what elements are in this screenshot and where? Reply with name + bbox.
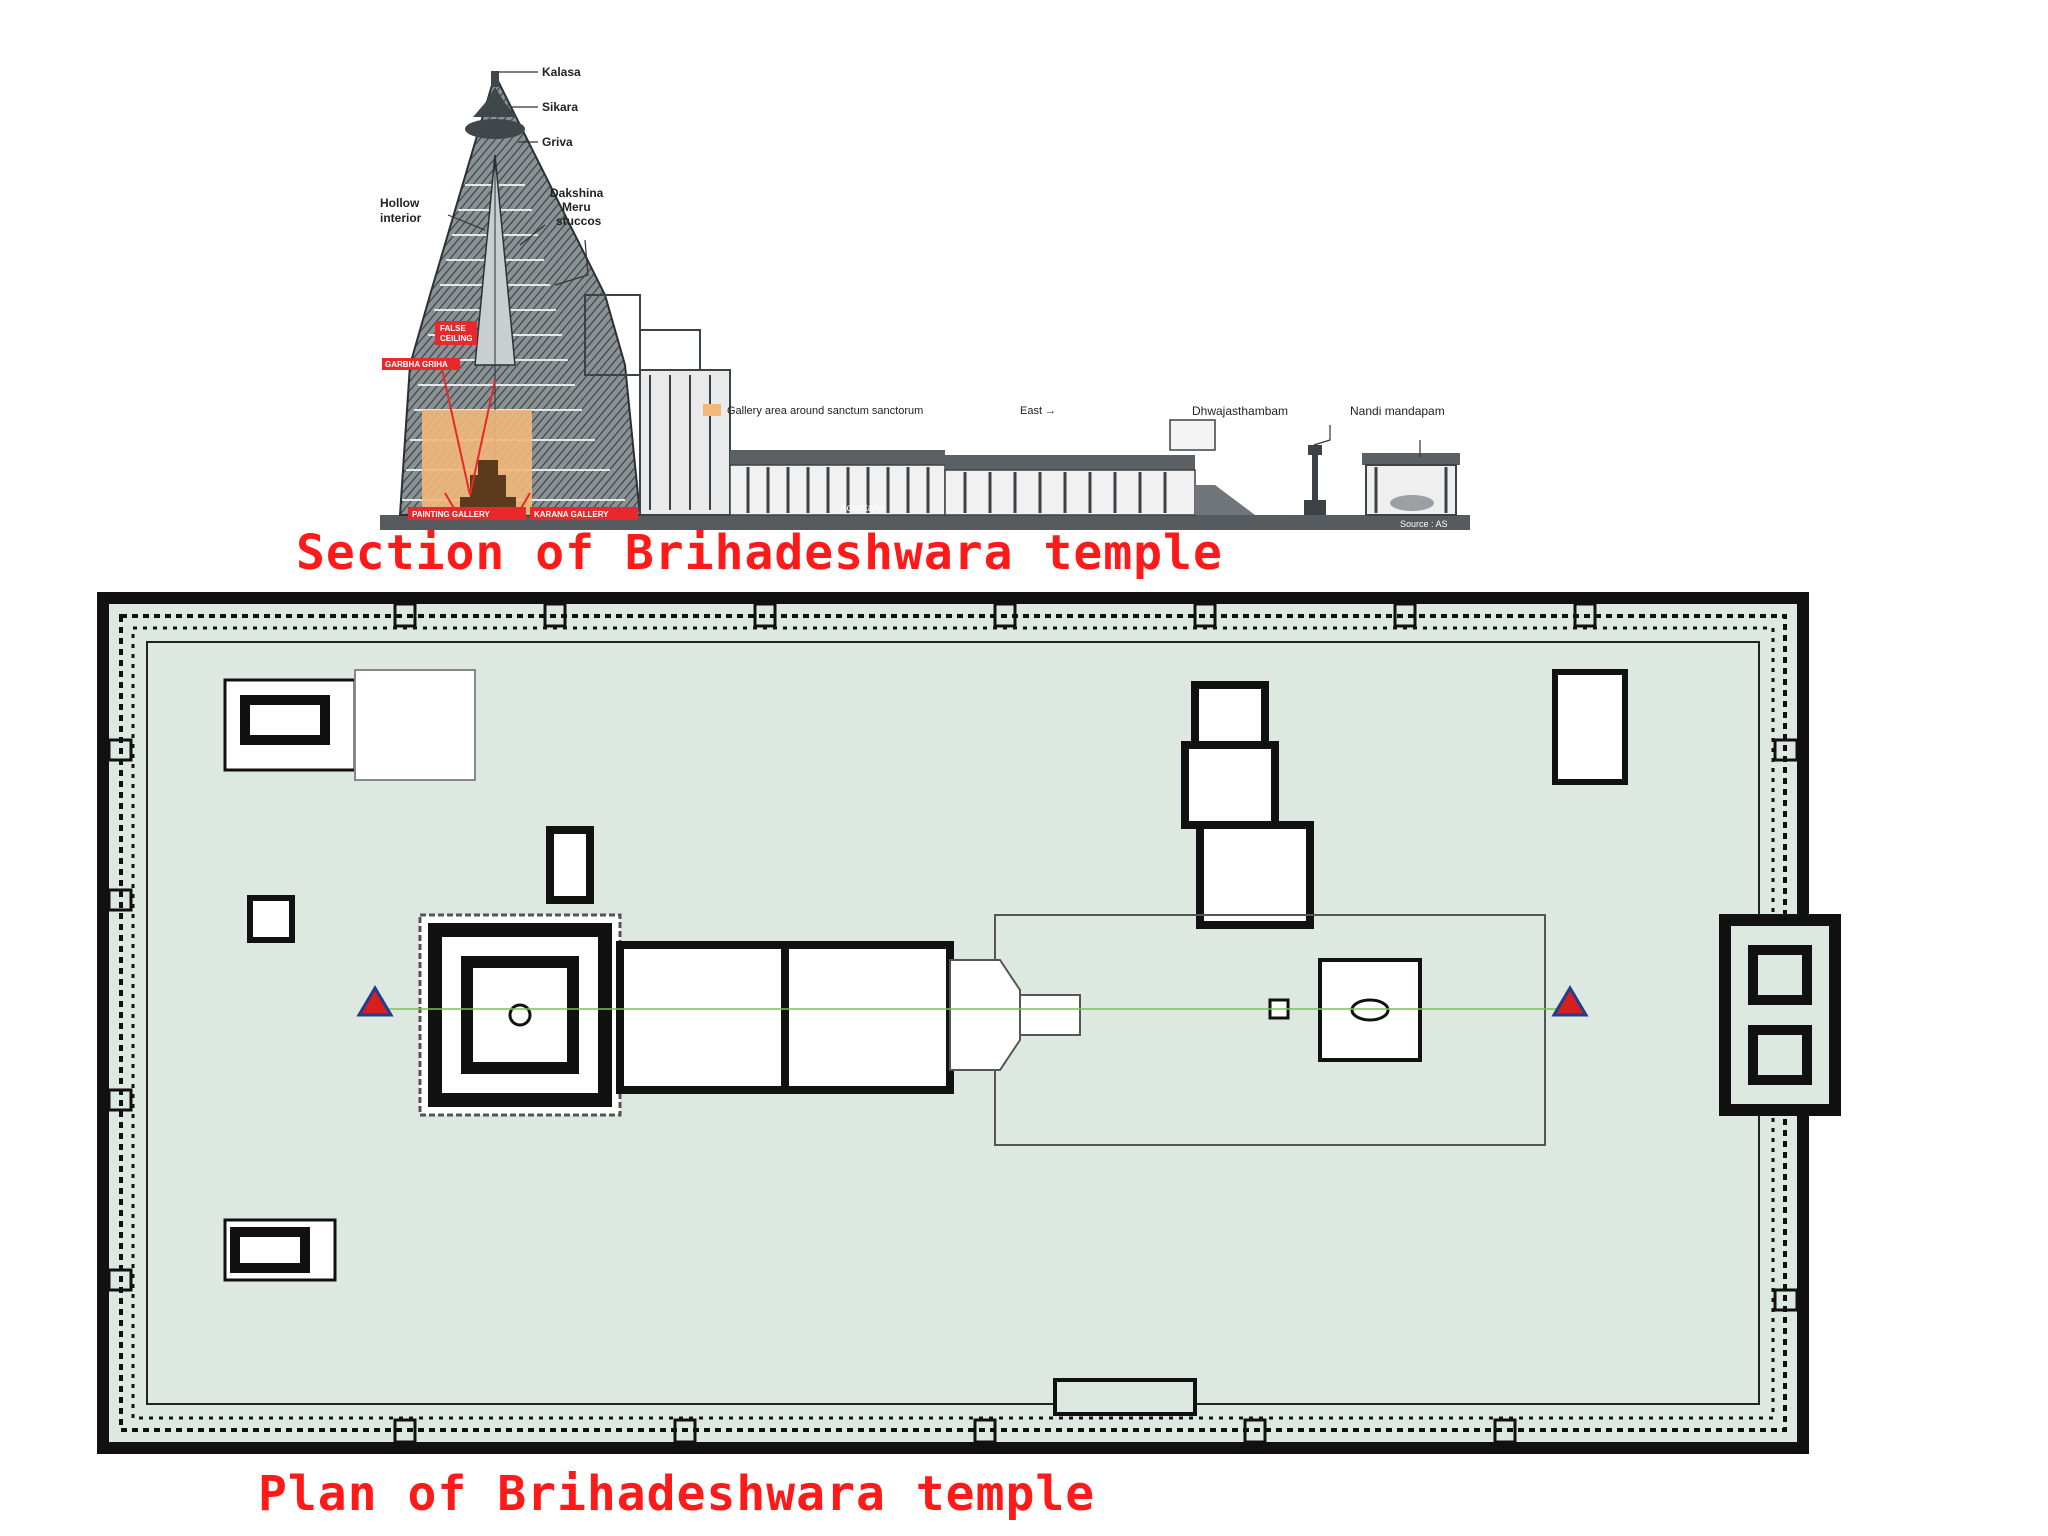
east-gopuram bbox=[1719, 914, 1841, 1116]
label-nandi: Nandi mandapam bbox=[1350, 404, 1445, 418]
mukha-mandapa bbox=[949, 959, 1081, 1071]
subrahmanya-shrine bbox=[1181, 681, 1314, 929]
mandapa-1 bbox=[729, 450, 946, 516]
entrance-steps bbox=[1195, 485, 1255, 515]
label-painting: PAINTING GALLERY bbox=[412, 510, 490, 519]
label-hollow-1: Hollow bbox=[380, 196, 420, 210]
label-source: Source : AS bbox=[1400, 519, 1448, 529]
label-meru-3: stuccos bbox=[556, 214, 602, 228]
lingam-icon bbox=[460, 460, 516, 507]
label-garbha: GARBHA GRIHA bbox=[385, 360, 448, 369]
label-griva: Griva bbox=[542, 135, 573, 149]
chandikeshvara-shrine bbox=[546, 826, 594, 904]
label-east: East → bbox=[1020, 405, 1056, 417]
label-sikara: Sikara bbox=[542, 100, 578, 114]
plan-caption: Plan of Brihadeshwara temple bbox=[258, 1466, 1096, 1522]
nw-shrine bbox=[223, 669, 476, 781]
maha-mandapa bbox=[616, 941, 954, 1094]
section-drawing: Kalasa Sikara Griva Hollow interior Daks… bbox=[370, 45, 1480, 530]
mandapa-2 bbox=[944, 419, 1216, 516]
label-meru-1: Dakshina bbox=[550, 186, 604, 200]
ne-shrine bbox=[1552, 669, 1628, 785]
label-false-1: FALSE bbox=[440, 324, 466, 333]
west-small-shrine bbox=[247, 895, 295, 943]
nandi-mandapam-plan bbox=[1318, 958, 1422, 1062]
label-dhwajasthambam: Dhwajasthambam bbox=[1192, 404, 1288, 418]
ground-strip bbox=[380, 515, 1470, 530]
wall-niches bbox=[107, 602, 1799, 1444]
label-meru-2: Meru bbox=[562, 200, 591, 214]
label-legend: Gallery area around sanctum sanctorum bbox=[727, 405, 923, 417]
label-false-2: CEILING bbox=[440, 334, 472, 343]
legend-swatch bbox=[703, 404, 721, 416]
south-entrance bbox=[1053, 1378, 1197, 1416]
section-svg: Kalasa Sikara Griva Hollow interior Daks… bbox=[380, 65, 1470, 530]
plan-svg bbox=[97, 592, 1841, 1454]
dhwajasthambam-pillar bbox=[1304, 445, 1326, 515]
sw-shrine bbox=[223, 1218, 337, 1282]
label-adishtana: Adishtana bbox=[840, 503, 885, 514]
plan-drawing bbox=[95, 590, 1855, 1460]
main-vimana bbox=[418, 913, 622, 1117]
label-hollow-2: interior bbox=[380, 211, 422, 225]
west-marker-icon bbox=[356, 985, 394, 1017]
leader-lines bbox=[447, 71, 1421, 457]
east-marker-icon bbox=[1551, 985, 1589, 1017]
label-kalasa: Kalasa bbox=[542, 65, 581, 79]
label-karana: KARANA GALLERY bbox=[534, 510, 609, 519]
mid-tiers bbox=[584, 294, 731, 516]
section-caption: Section of Brihadeshwara temple bbox=[296, 525, 1223, 581]
nandi-mandapam bbox=[1362, 453, 1460, 516]
